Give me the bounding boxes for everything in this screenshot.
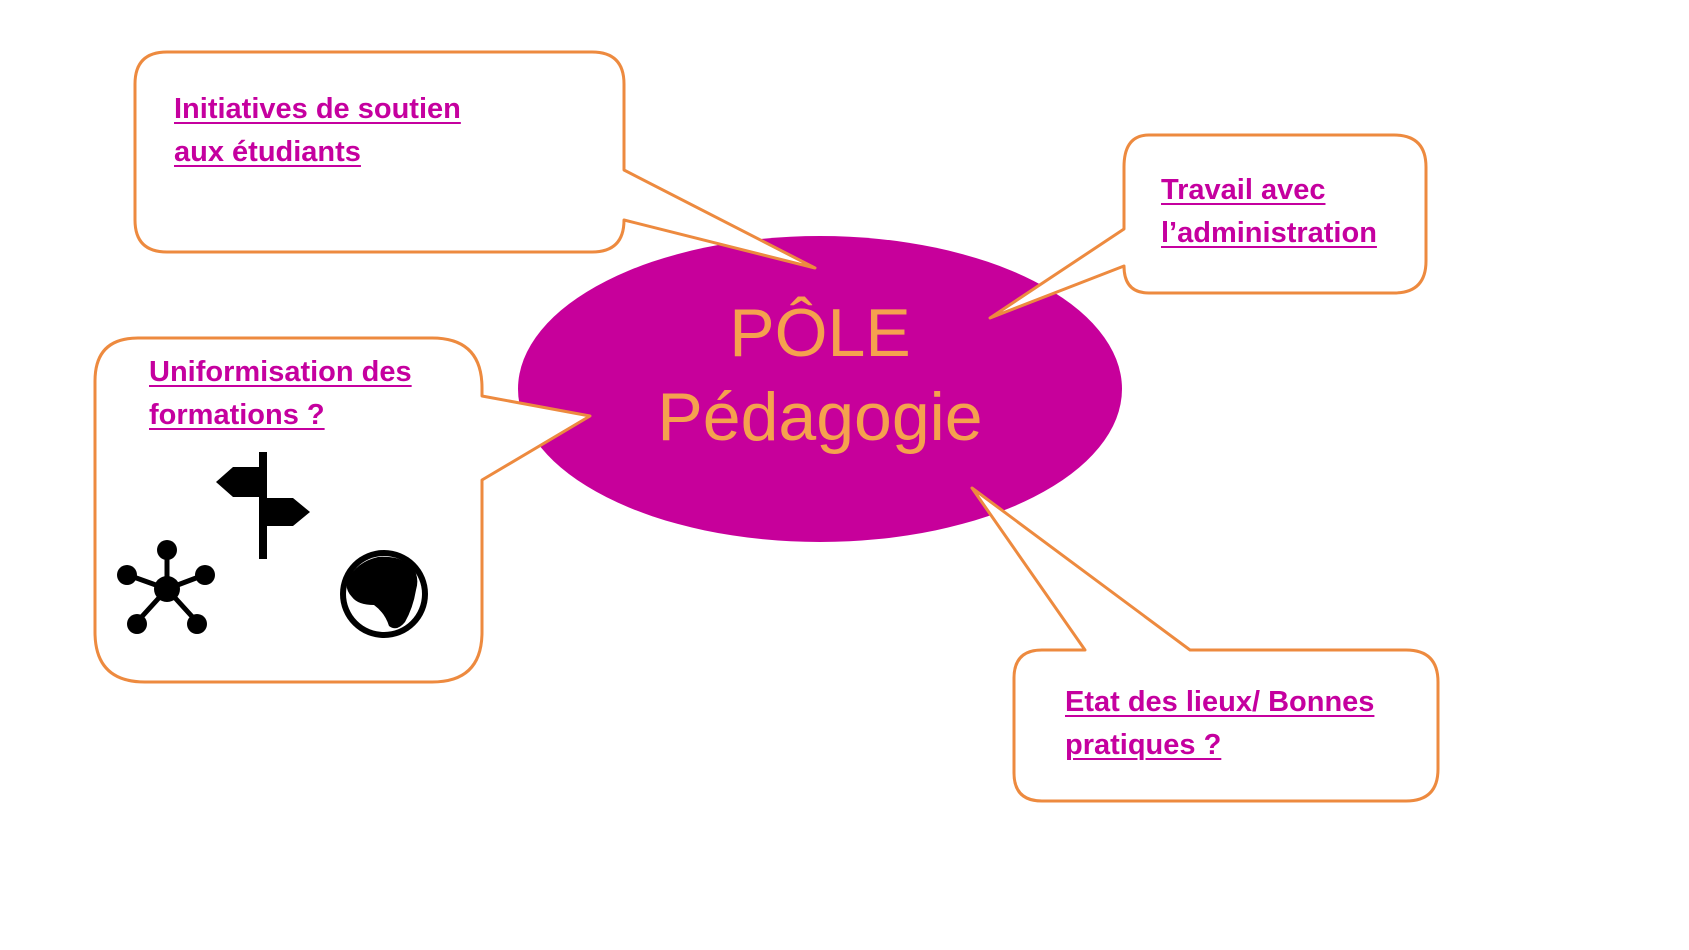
center-title-line1: PÔLE — [729, 295, 911, 371]
center-title-line2: Pédagogie — [657, 379, 983, 455]
signpost-icon — [216, 452, 310, 559]
callout-etat-link[interactable]: Etat des lieux/ Bonnes pratiques ? — [1065, 681, 1374, 767]
callout-uniformisation-line2: formations ? — [149, 399, 325, 431]
callout-administration-line2: l’administration — [1161, 217, 1377, 249]
callout-uniformisation-link[interactable]: Uniformisation des formations ? — [149, 351, 412, 437]
globe-icon — [340, 550, 428, 638]
callout-etat-bubble — [970, 486, 1440, 803]
callout-initiatives-bubble — [133, 50, 817, 270]
callout-initiatives-line2: aux étudiants — [174, 136, 361, 168]
callout-uniformisation-bubble — [93, 336, 592, 684]
callout-initiatives-line1: Initiatives de soutien — [174, 93, 461, 125]
callout-etat-line2: pratiques ? — [1065, 729, 1222, 761]
center-ellipse — [518, 236, 1122, 542]
callout-uniformisation-line1: Uniformisation des — [149, 356, 412, 388]
callout-initiatives-link[interactable]: Initiatives de soutien aux étudiants — [174, 88, 461, 174]
callout-etat-line1: Etat des lieux/ Bonnes — [1065, 686, 1375, 718]
callout-administration-line1: Travail avec — [1161, 174, 1326, 206]
network-icon — [117, 540, 215, 634]
callout-administration-bubble — [988, 133, 1428, 320]
callout-administration-link[interactable]: Travail avec l’administration — [1161, 169, 1377, 255]
